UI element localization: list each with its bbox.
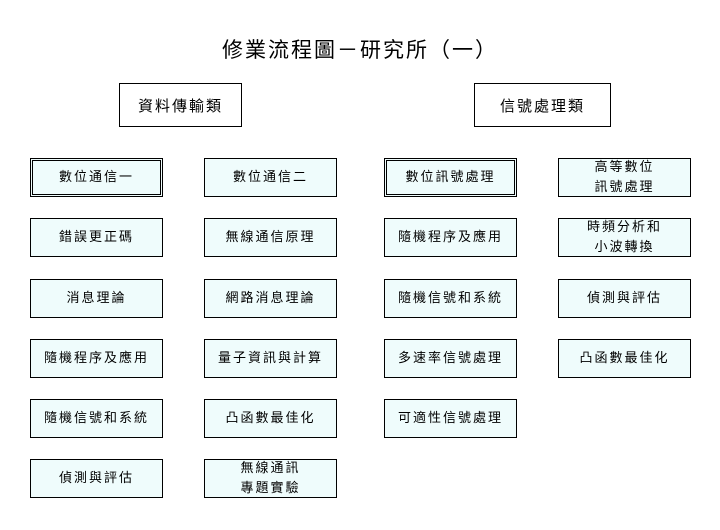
course-box: 無線通信原理: [204, 218, 337, 257]
course-box: 消息理論: [30, 279, 163, 318]
course-box: 隨機信號和系統: [30, 399, 163, 438]
course-box: 多速率信號處理: [384, 339, 517, 378]
category-header-signal-processing: 信號處理類: [474, 83, 611, 127]
course-box: 隨機信號和系統: [384, 279, 517, 318]
course-box: 凸函數最佳化: [558, 339, 691, 378]
course-box: 無線通訊 專題實驗: [204, 459, 337, 498]
course-box: 高等數位 訊號處理: [558, 158, 691, 197]
course-box: 錯誤更正碼: [30, 218, 163, 257]
course-box: 偵測與評估: [558, 279, 691, 318]
course-box: 凸函數最佳化: [204, 399, 337, 438]
category-header-data-transmission: 資料傳輸類: [119, 83, 242, 127]
course-box: 數位通信一: [30, 158, 163, 197]
course-box: 數位訊號處理: [384, 158, 517, 197]
course-box: 隨機程序及應用: [384, 218, 517, 257]
course-box: 量子資訊與計算: [204, 339, 337, 378]
course-box: 偵測與評估: [30, 459, 163, 498]
course-box: 可適性信號處理: [384, 399, 517, 438]
page-title: 修業流程圖－研究所（一）: [222, 38, 498, 62]
course-box: 時頻分析和 小波轉換: [558, 218, 691, 257]
course-box: 網路消息理論: [204, 279, 337, 318]
course-box: 隨機程序及應用: [30, 339, 163, 378]
course-box: 數位通信二: [204, 158, 337, 197]
